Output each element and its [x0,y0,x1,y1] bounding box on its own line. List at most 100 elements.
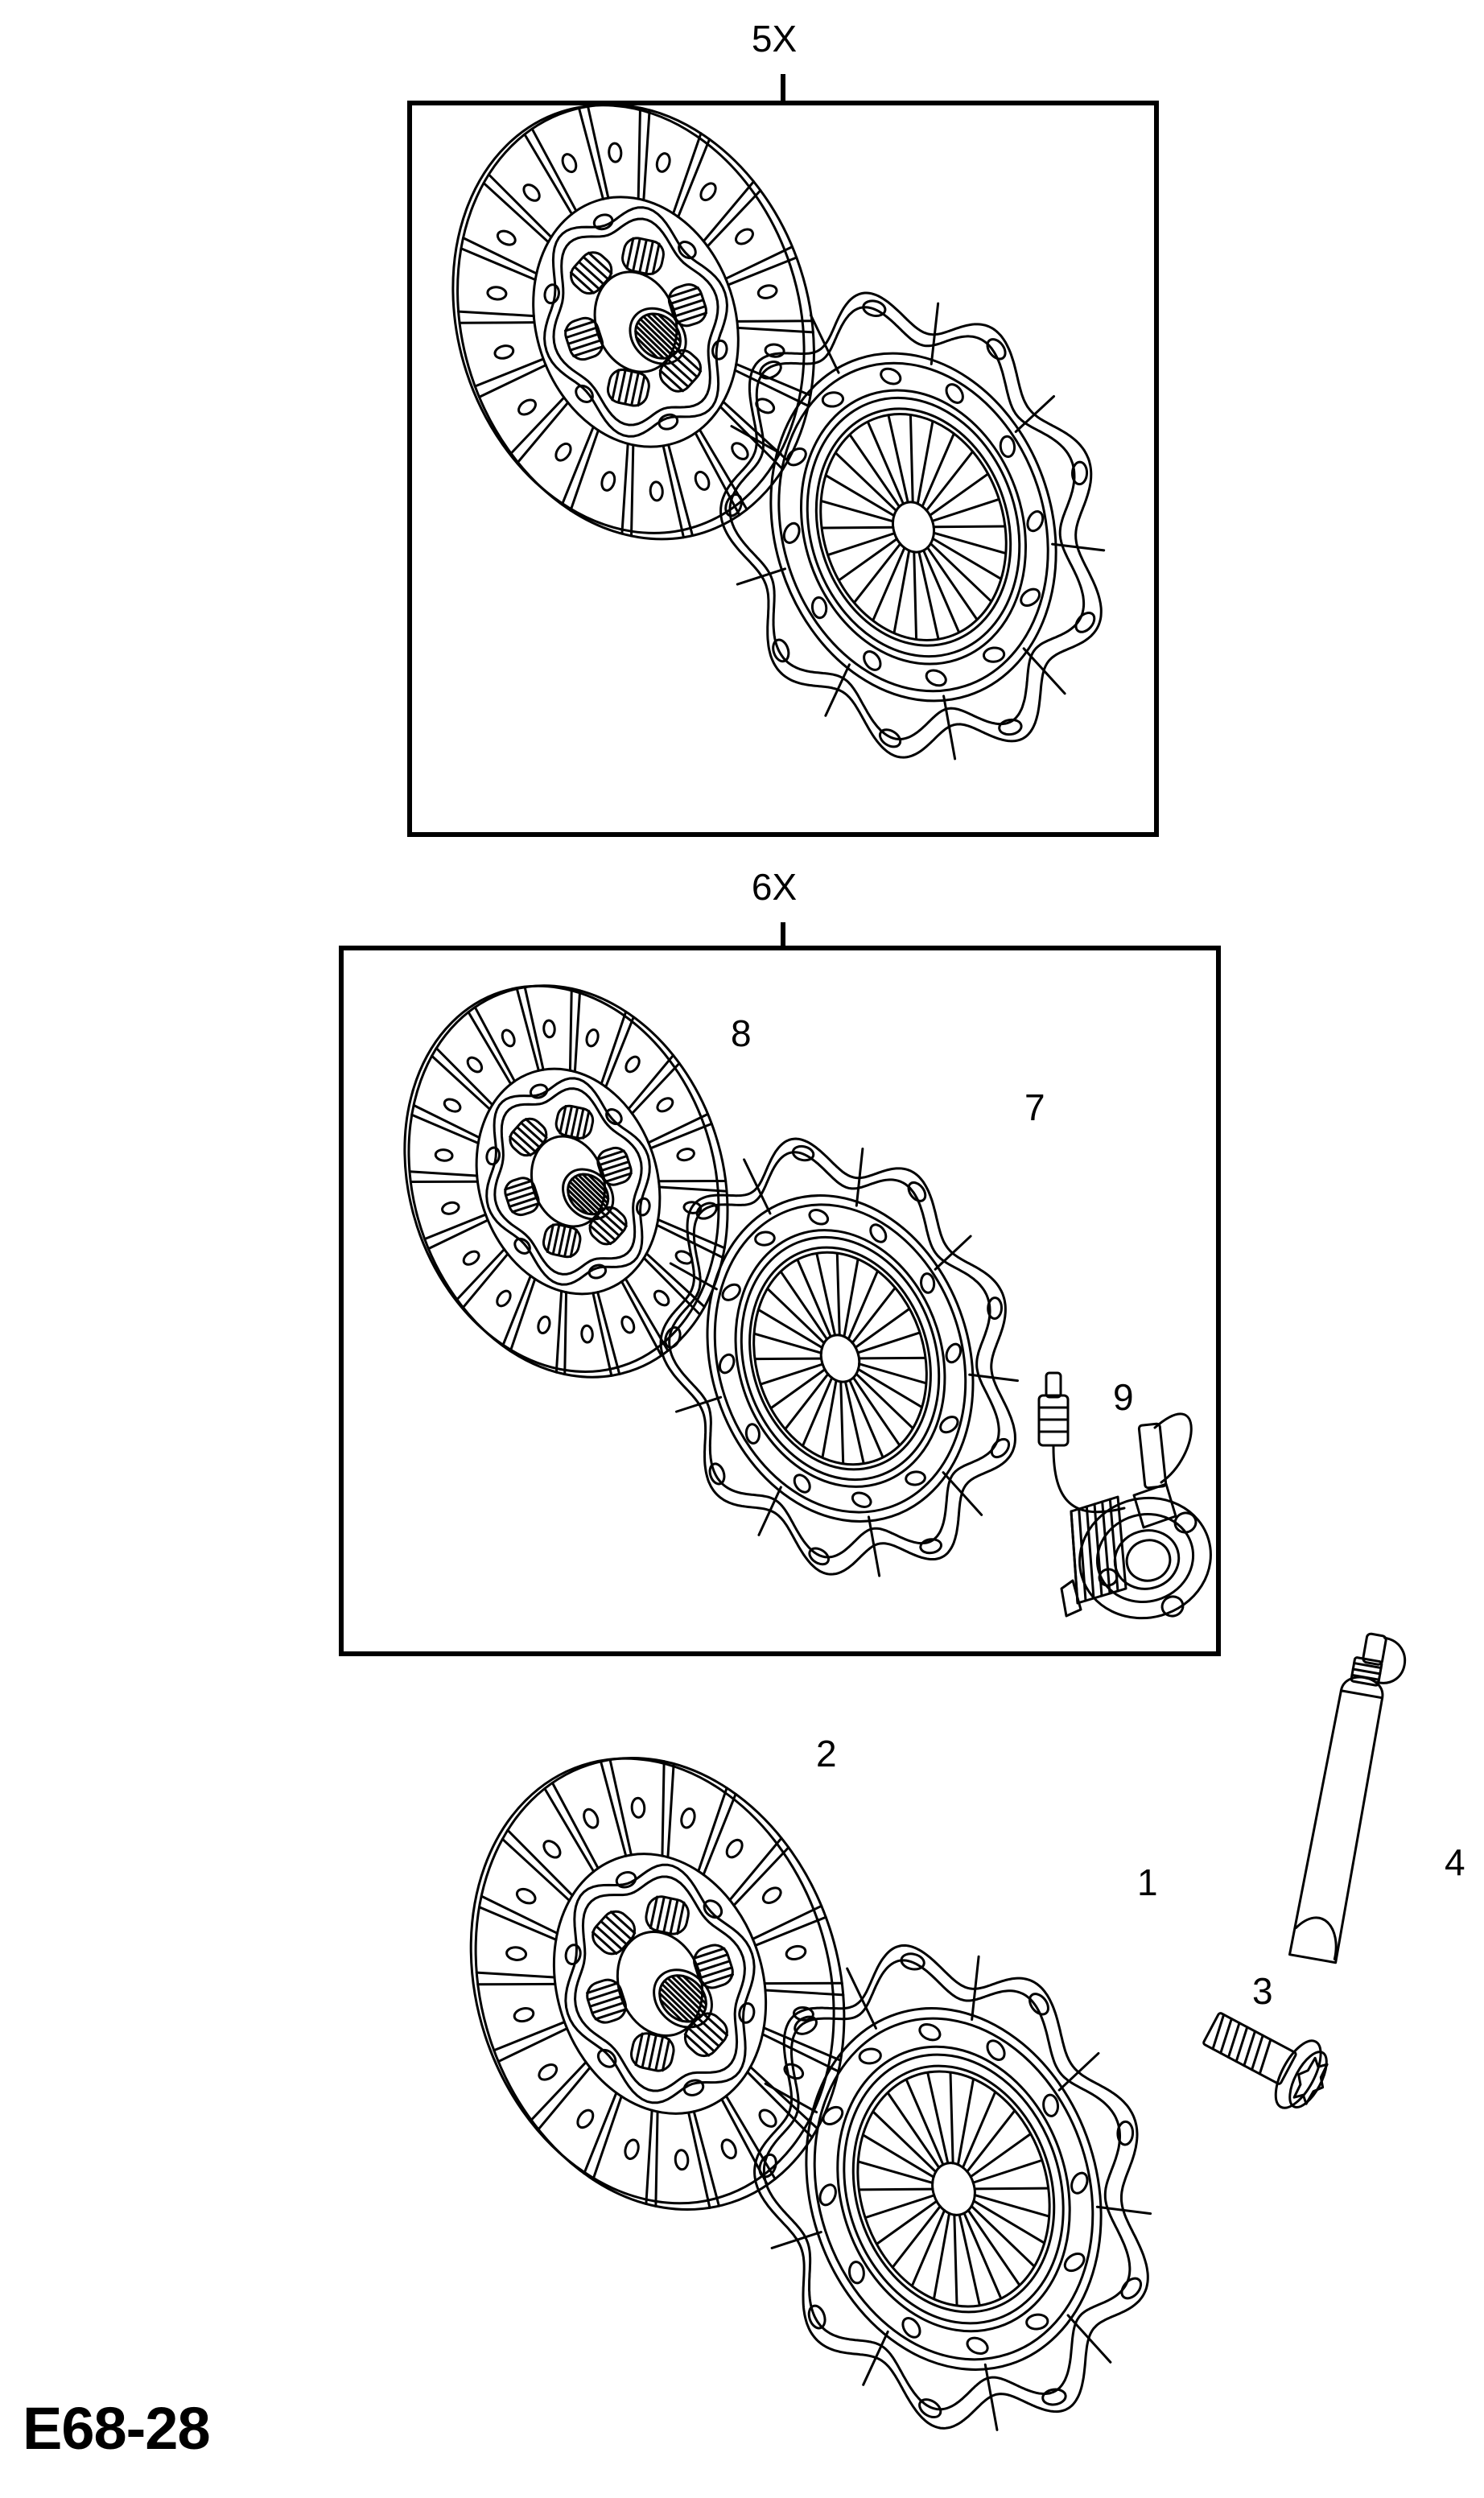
spring-coil [505,1185,534,1197]
diaphragm-finger-slot [769,1368,827,1409]
cover-rivet-hole [880,367,902,385]
diaphragm-finger-slot [925,451,974,512]
spring-coil [558,1226,567,1256]
disc-groove-pair [754,1915,827,1947]
cover-tab-bolt-hole [695,1202,718,1220]
spring-coil [513,1131,536,1152]
diaphragm-finger-slot [757,1309,824,1350]
disc-damper-spring [692,1944,734,1989]
panel-5x-group: 5X [407,18,1159,837]
spring-coil [630,373,640,406]
slave-mounting-bracket [1060,1579,1082,1618]
slave-flange-hole-2 [1160,1595,1185,1618]
cover-tab-bolt-hole [918,2398,942,2419]
disc-groove-pair [509,396,566,455]
disc-groove-pair [550,1781,600,1870]
disc-groove [630,443,635,538]
diaphragm-finger-slot [848,1379,884,1458]
cover-rivet-hole [920,1272,936,1294]
cover-tab-fold [770,2231,822,2249]
spring-coil [582,1110,591,1140]
disc-groove-pair [736,326,814,334]
disc-outer-edge [474,1756,846,2212]
disc-groove [563,1291,568,1376]
diaphragm-finger-slot [872,2110,938,2174]
diaphragm-finger-slot [911,2209,946,2287]
disc-hub-boss [530,1135,607,1228]
spring-coil [569,1228,578,1259]
spring-coil [509,1136,532,1156]
disc-hub-bolt-hole [596,2048,617,2068]
panel-6x-group: 6X [339,866,1221,1656]
disc-groove-pair [592,1292,613,1377]
spring-coil [617,369,627,403]
diaphragm-finger-slot [956,2078,975,2166]
disc-spline-teeth [567,1173,610,1216]
diaphragm-finger-slot [820,500,895,523]
spring-coil [699,1966,732,1980]
disc-groove-pair [473,1006,516,1083]
diaphragm-finger-slot [872,546,906,622]
spring-coil [546,1223,554,1253]
disc-groove [431,1054,492,1111]
spring-coil [594,2008,628,2021]
cover-tab-bolt-hole [907,1181,927,1202]
panel-6x-label: 6X [752,866,797,908]
diaphragm-finger-slot [932,531,1007,554]
disc-hub-boss [593,270,678,373]
disc-rivet-hole [517,398,537,416]
disc-rivet-hole [561,153,578,174]
spring-coil [559,1104,567,1135]
disc-groove-pair [408,1170,479,1177]
spline-tooth [634,329,666,360]
disc-rivet-hole [486,286,508,301]
disc-groove-pair [487,173,553,239]
spline-tooth [675,1974,707,2005]
disc-groove-pair [630,1061,681,1115]
cover-rivet-hole [901,2317,921,2339]
spring-coil [563,1227,572,1257]
cover-tab-bolt-hole [919,1538,942,1555]
spline-tooth [682,1975,707,1999]
disc-groove [478,364,547,398]
diaphragm-finger-slot [926,546,979,620]
diaphragm-finger-slot [961,2091,996,2169]
disc-groove [478,1906,558,1941]
disc-groove [751,1904,823,1940]
diaphragm-finger-slot [953,2213,958,2306]
diaphragm-outer-ring [814,407,1012,647]
spring-coil [587,251,613,275]
cover-tab-fold [942,695,957,761]
diaphragm-finger-slot [760,1362,824,1386]
disc-groove-pair [573,989,582,1074]
disc-rivet-hole [720,2138,737,2160]
disc-groove [458,321,536,324]
cover-outer-rim-thickness [728,306,1086,740]
diaphragm-finger-slot [857,1356,926,1360]
tube-collar-rib [1353,1662,1383,1669]
spring-coil [632,238,641,271]
diaphragm-finger-slot [930,498,1000,522]
cover-tab-bolt-hole [862,299,887,317]
tube-body [1288,1689,1384,1964]
diaphragm-finger-slot [887,414,909,504]
panel-main-clutch-friction-disc [469,1756,846,2212]
panel-6x-clutch-pressure-plate-cover [659,1137,1019,1577]
disc-damper-spring [667,283,708,328]
diaphragm-finger-slot [858,2187,934,2191]
spring-coil [504,1179,533,1191]
cover-tab-fold [846,1967,877,2030]
diaphragm-finger-slot [821,526,895,530]
cover-tab-bolt-hole [1116,2120,1135,2146]
spline-tooth [670,1975,707,2010]
disc-damper-spring [586,1978,628,2024]
disc-groove [735,362,812,397]
disc-hub-bolt-hole [635,1197,651,1217]
cover-tab-bolt-hole [759,361,782,380]
diaphragm-finger-slot [780,1271,829,1341]
diaphragm-finger-slot [909,414,914,504]
slave-flange-hole-3 [1098,1568,1119,1587]
disc-hub-bolt-hole [678,241,697,260]
disc-groove [467,1011,513,1086]
cover-rivet-hole [863,650,882,671]
